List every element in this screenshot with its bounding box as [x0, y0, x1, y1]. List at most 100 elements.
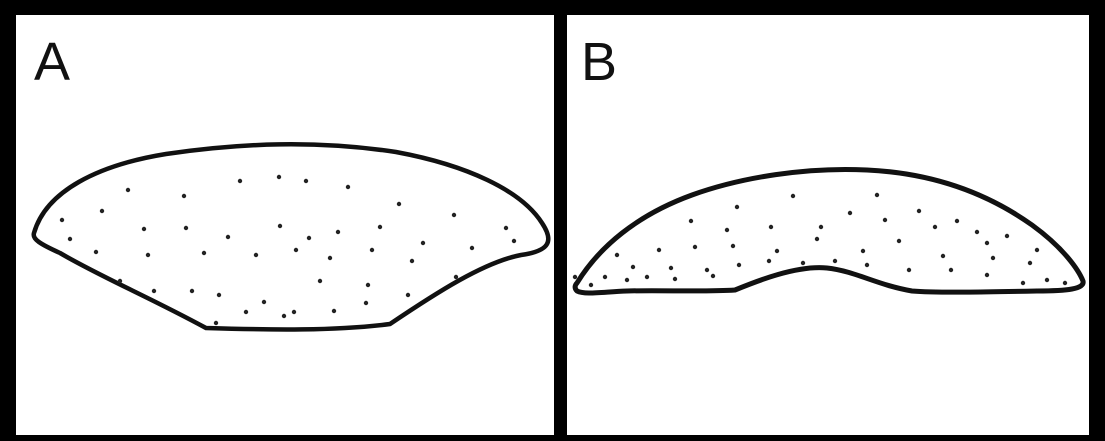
- stipple-dot: [282, 314, 286, 318]
- stipple-dot: [292, 310, 296, 314]
- stipple-dot: [262, 300, 266, 304]
- panel-b: B: [567, 15, 1089, 435]
- stipple-dot: [941, 254, 945, 258]
- stipple-dot: [184, 226, 188, 230]
- stipple-dot: [278, 224, 282, 228]
- stipple-dot: [94, 250, 98, 254]
- stipple-dot: [452, 213, 456, 217]
- stipple-dot: [190, 289, 194, 293]
- stipple-dot: [406, 293, 410, 297]
- stipple-dot: [848, 211, 852, 215]
- stipple-dot: [657, 248, 661, 252]
- stipple-dot: [332, 309, 336, 313]
- stipple-dot: [883, 218, 887, 222]
- stipple-dot: [346, 185, 350, 189]
- panel-a-outline: [34, 144, 549, 329]
- stipple-dot: [421, 241, 425, 245]
- stipple-dot: [304, 179, 308, 183]
- stipple-dot: [933, 225, 937, 229]
- stipple-dot: [60, 218, 64, 222]
- stipple-dot: [801, 261, 805, 265]
- stipple-dot: [861, 249, 865, 253]
- stipple-dot: [875, 193, 879, 197]
- stipple-dot: [767, 259, 771, 263]
- stipple-dot: [985, 241, 989, 245]
- stipple-dot: [152, 289, 156, 293]
- stipple-dot: [949, 268, 953, 272]
- stipple-dot: [318, 279, 322, 283]
- panel-a-drawing: [16, 15, 554, 435]
- stipple-dot: [118, 279, 122, 283]
- stipple-dot: [735, 205, 739, 209]
- stipple-dot: [336, 230, 340, 234]
- stipple-dot: [100, 209, 104, 213]
- stipple-dot: [573, 275, 577, 279]
- stipple-dot: [182, 194, 186, 198]
- stipple-dot: [1035, 248, 1039, 252]
- stipple-dot: [775, 249, 779, 253]
- stipple-dot: [673, 277, 677, 281]
- stipple-dot: [991, 256, 995, 260]
- stipple-dot: [1045, 278, 1049, 282]
- stipple-dot: [975, 230, 979, 234]
- stipple-dot: [1063, 281, 1067, 285]
- stipple-dot: [631, 265, 635, 269]
- stipple-dot: [146, 253, 150, 257]
- stipple-dot: [615, 253, 619, 257]
- stipple-dot: [833, 259, 837, 263]
- stipple-dot: [226, 235, 230, 239]
- stipple-dot: [244, 310, 248, 314]
- stipple-dot: [603, 275, 607, 279]
- stipple-dot: [725, 228, 729, 232]
- panel-b-drawing: [567, 15, 1089, 435]
- stipple-dot: [378, 225, 382, 229]
- stipple-dot: [731, 244, 735, 248]
- stipple-dot: [397, 202, 401, 206]
- stipple-dot: [254, 253, 258, 257]
- stipple-dot: [769, 225, 773, 229]
- stipple-dot: [693, 245, 697, 249]
- stipple-dot: [504, 226, 508, 230]
- stipple-dot: [202, 251, 206, 255]
- stipple-dot: [669, 266, 673, 270]
- stipple-dot: [589, 283, 593, 287]
- stipple-dot: [1021, 281, 1025, 285]
- stipple-dot: [985, 273, 989, 277]
- stipple-dot: [865, 263, 869, 267]
- stipple-dot: [142, 227, 146, 231]
- stipple-dot: [328, 256, 332, 260]
- stipple-dot: [645, 275, 649, 279]
- panel-b-outline: [575, 169, 1083, 293]
- stipple-dot: [512, 239, 516, 243]
- stipple-dot: [791, 194, 795, 198]
- stipple-dot: [897, 239, 901, 243]
- stipple-dot: [238, 179, 242, 183]
- stipple-dot: [214, 321, 218, 325]
- stipple-dot: [1028, 261, 1032, 265]
- stipple-dot: [277, 175, 281, 179]
- stipple-dot: [917, 209, 921, 213]
- stipple-dot: [294, 248, 298, 252]
- stipple-dot: [364, 301, 368, 305]
- stipple-dot: [625, 278, 629, 282]
- stipple-dot: [737, 263, 741, 267]
- stipple-dot: [819, 225, 823, 229]
- stipple-dot: [68, 237, 72, 241]
- stipple-dot: [307, 236, 311, 240]
- stipple-dot: [705, 268, 709, 272]
- stipple-dot: [907, 268, 911, 272]
- stipple-dot: [410, 259, 414, 263]
- stipple-dot: [454, 275, 458, 279]
- stipple-dot: [370, 248, 374, 252]
- stipple-dot: [689, 219, 693, 223]
- stipple-dot: [366, 283, 370, 287]
- stipple-dot: [955, 219, 959, 223]
- stipple-dot: [1005, 234, 1009, 238]
- panel-a: A: [16, 15, 554, 435]
- stipple-dot: [711, 274, 715, 278]
- stipple-dot: [470, 246, 474, 250]
- stipple-dot: [815, 237, 819, 241]
- stipple-dot: [126, 188, 130, 192]
- stipple-dot: [217, 293, 221, 297]
